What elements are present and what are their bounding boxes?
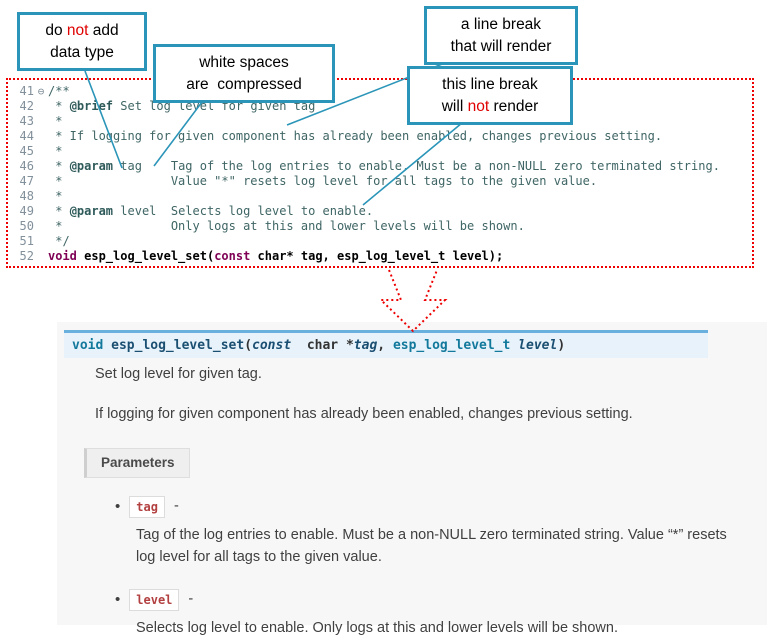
brief-text: Set log level for given tag. — [95, 366, 262, 382]
code-line: 46 * @param tag Tag of the log entries t… — [12, 159, 720, 174]
line-number: 49 — [19, 204, 34, 218]
code-listing: 41⊖/**42 * @brief Set log level for give… — [12, 84, 720, 264]
fold-spacer — [34, 189, 48, 204]
fold-collapse-icon: ⊖ — [37, 85, 45, 98]
code-line: 41⊖/** — [12, 84, 720, 99]
param-description: Selects log level to enable. Only logs a… — [136, 620, 618, 637]
line-number: 43 — [19, 114, 34, 128]
line-number: 45 — [19, 144, 34, 158]
fold-spacer — [34, 219, 48, 234]
code-text: * — [48, 189, 63, 203]
code-text: * Only logs at this and lower levels wil… — [48, 219, 525, 233]
fold-spacer — [34, 174, 48, 189]
code-line: 42 * @brief Set log level for given tag — [12, 99, 720, 114]
fold-spacer — [34, 159, 48, 174]
line-number: 42 — [19, 99, 34, 113]
code-text: * Value "*" resets log level for all tag… — [48, 174, 598, 188]
param-name-literal: tag — [129, 496, 165, 518]
code-text: * — [48, 144, 63, 158]
description-text: If logging for given component has alrea… — [95, 405, 633, 422]
code-text: * — [48, 114, 63, 128]
line-number: 51 — [19, 234, 34, 248]
line-number: 47 — [19, 174, 34, 188]
param-description: Tag of the log entries to enable. Must b… — [136, 527, 727, 565]
docs-body: Set log level for given tag. If logging … — [84, 364, 745, 637]
line-number: 46 — [19, 159, 34, 173]
fold-spacer — [34, 144, 48, 159]
code-line: 52 void esp_log_level_set(const char* tag… — [12, 249, 720, 264]
param-dash: - — [173, 498, 179, 515]
fold-spacer — [34, 234, 48, 249]
param-dash: - — [188, 591, 194, 608]
function-signature: void esp_log_level_set(const char *tag, … — [64, 330, 708, 358]
code-text: * @param tag Tag of the log entries to e… — [48, 159, 720, 173]
fold-spacer — [34, 249, 48, 264]
line-number: 41 — [19, 84, 34, 98]
code-text: void esp_log_level_set(const char* tag, … — [48, 249, 504, 263]
code-line: 49 * @param level Selects log level to e… — [12, 204, 720, 219]
code-line: 45 * — [12, 144, 720, 159]
code-text: * @param level Selects log level to enab… — [48, 204, 374, 218]
code-text: */ — [48, 234, 70, 248]
code-line: 47 * Value "*" resets log level for all … — [12, 174, 720, 189]
bullet-icon: • — [115, 590, 121, 608]
code-line: 51 */ — [12, 234, 720, 249]
param-item: • tag- Tag of the log entries to enable. M… — [95, 496, 745, 569]
code-line: 44 * If logging for given component has … — [12, 129, 720, 144]
line-number: 48 — [19, 189, 34, 203]
code-text: * If logging for given component has alr… — [48, 129, 663, 143]
parameters-heading: Parameters — [84, 447, 190, 478]
fold-spacer — [34, 99, 48, 114]
bullet-icon: • — [115, 497, 121, 515]
fold-spacer — [34, 204, 48, 219]
line-number: 52 — [19, 249, 34, 263]
fold-spacer — [34, 129, 48, 144]
code-line: 48 * — [12, 189, 720, 204]
code-line: 43 * — [12, 114, 720, 129]
param-item: • level- Selects log level to enable. Only… — [95, 589, 745, 637]
line-number: 50 — [19, 219, 34, 233]
code-line: 50 * Only logs at this and lower levels … — [12, 219, 720, 234]
param-name-literal: level — [129, 589, 180, 611]
line-number: 44 — [19, 129, 34, 143]
code-text: /** — [48, 84, 70, 98]
parameter-list: •tag-Tag of the log entries to enable. M… — [95, 496, 745, 637]
fold-spacer — [34, 114, 48, 129]
